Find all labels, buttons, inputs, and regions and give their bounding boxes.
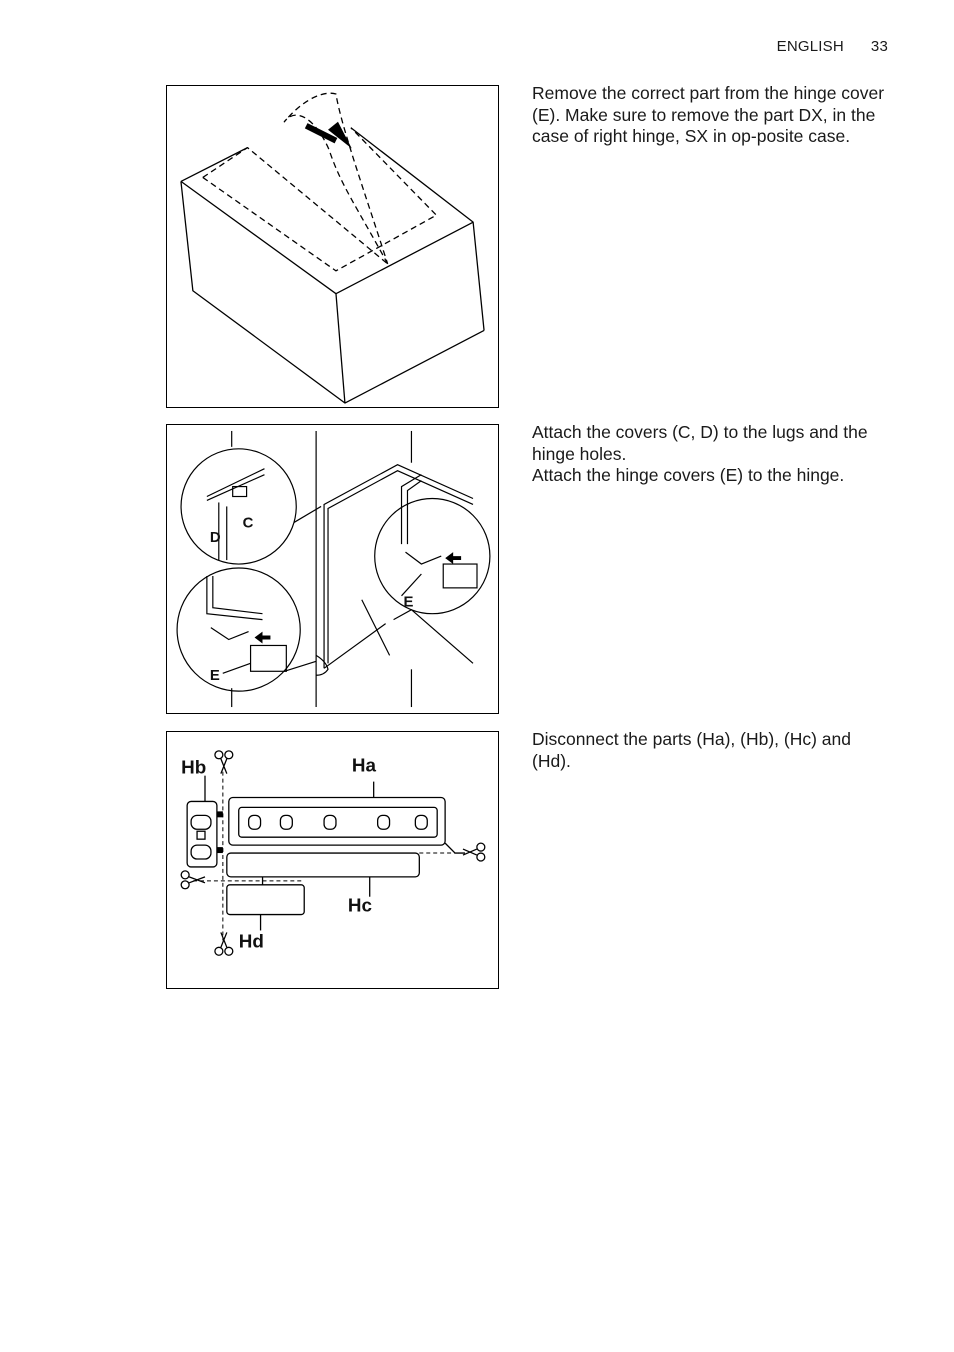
label-hb: Hb <box>181 757 206 778</box>
step-1-paragraph-1: Remove the correct part from the hinge c… <box>532 83 885 146</box>
label-hd: Hd <box>239 930 264 951</box>
step-2-paragraph-1: Attach the covers (C, D) to the lugs and… <box>532 422 868 464</box>
step-3-paragraph-1: Disconnect the parts (Ha), (Hb), (Hc) an… <box>532 729 851 771</box>
label-e-right: E <box>404 595 414 611</box>
disconnect-parts-illustration: Hb Ha Hc Hd <box>180 750 486 956</box>
step-1-text: Remove the correct part from the hinge c… <box>532 83 892 148</box>
step-2-text: Attach the covers (C, D) to the lugs and… <box>532 422 892 487</box>
language-label: ENGLISH <box>776 38 844 55</box>
hinge-cover-illustration <box>180 92 485 404</box>
label-hc: Hc <box>348 895 372 916</box>
label-c: C <box>243 515 254 531</box>
step-2-paragraph-2: Attach the hinge covers (E) to the hinge… <box>532 465 845 485</box>
page-number: 33 <box>870 38 888 55</box>
label-e-left: E <box>210 668 220 684</box>
label-ha: Ha <box>352 755 377 776</box>
step-3-text: Disconnect the parts (Ha), (Hb), (Hc) an… <box>532 729 892 772</box>
page-header: ENGLISH 33 <box>777 38 888 55</box>
label-d: D <box>210 530 221 546</box>
figure-hinge-cover-remove-part <box>166 85 499 408</box>
figure-attach-covers: C D E E <box>166 424 499 714</box>
figure-disconnect-parts: Hb Ha Hc Hd <box>166 731 499 989</box>
attach-covers-illustration: C D E E <box>176 430 491 708</box>
